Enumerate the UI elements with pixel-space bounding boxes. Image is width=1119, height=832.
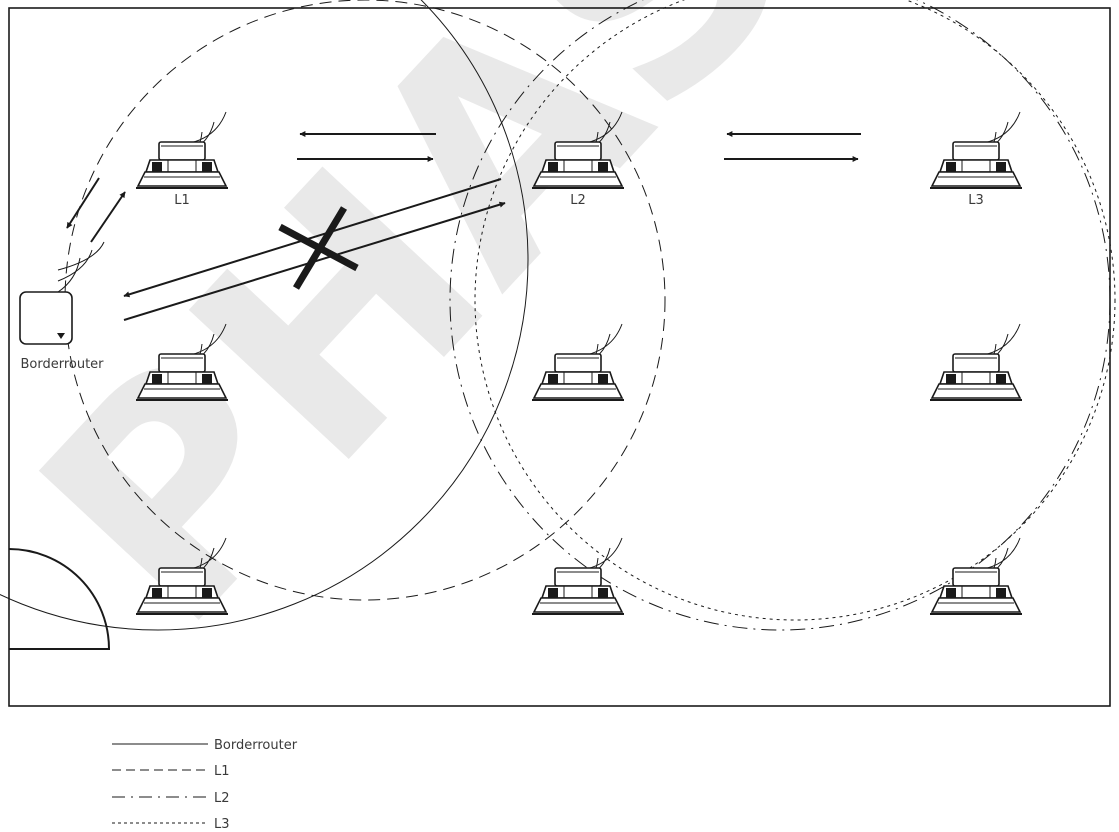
luminaire-l3-icon bbox=[929, 111, 1023, 189]
legend: Borderrouter L1 L2 L3 bbox=[112, 738, 298, 832]
legend-label: L3 bbox=[214, 817, 230, 832]
legend-label: L1 bbox=[214, 764, 230, 779]
borderrouter-label: Borderrouter bbox=[20, 357, 104, 372]
arrow-l1-to-router bbox=[66, 177, 100, 229]
luminaire-label-l2: L2 bbox=[570, 193, 586, 208]
luminaire-icon bbox=[929, 537, 1023, 615]
borderrouter-icon bbox=[19, 241, 105, 345]
legend-label: L2 bbox=[214, 791, 230, 806]
luminaire-label-l3: L3 bbox=[968, 193, 984, 208]
l3-range-circle bbox=[474, 0, 1116, 621]
luminaire-icon bbox=[929, 323, 1023, 401]
luminaire-l1-icon bbox=[135, 111, 229, 189]
luminaire-icon bbox=[531, 537, 625, 615]
borderrouter-range-circle bbox=[0, 0, 529, 631]
door-swing bbox=[8, 548, 111, 650]
blocked-connection-cross-icon bbox=[278, 206, 359, 290]
legend-label: Borderrouter bbox=[214, 738, 298, 753]
arrow-l2-to-router bbox=[123, 178, 502, 298]
luminaire-label-l1: L1 bbox=[174, 193, 190, 208]
arrow-router-to-l1 bbox=[90, 191, 126, 243]
l2-range-circle bbox=[449, 0, 1111, 631]
